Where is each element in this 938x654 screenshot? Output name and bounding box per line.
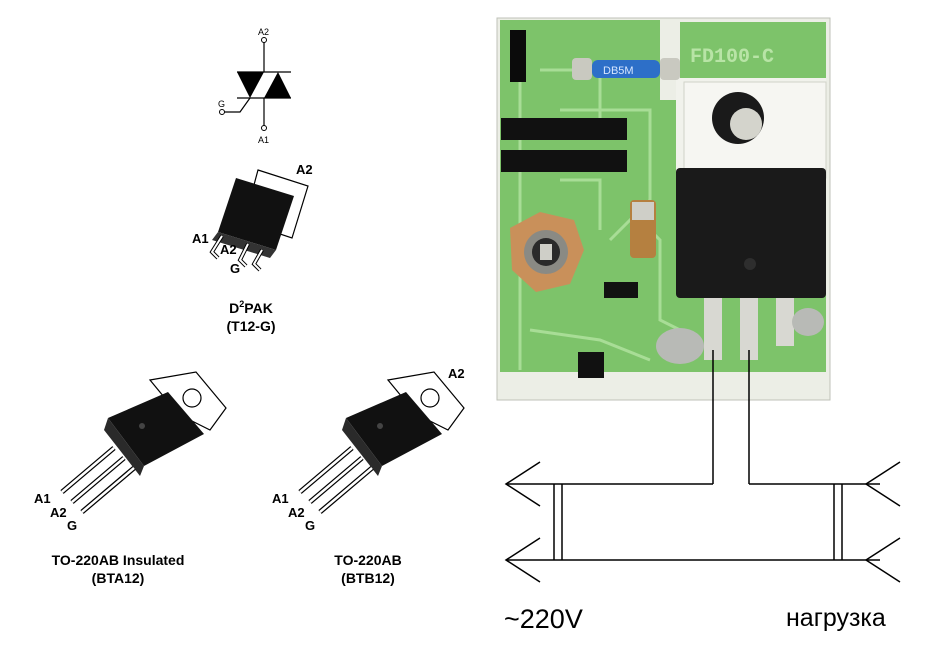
board-marking: FD100-C	[690, 46, 774, 69]
to220-insulated-code: (BTA12)	[92, 570, 145, 586]
d2pak-name: D2PAK	[229, 299, 273, 316]
d2pak-pin-a2-lower: A2	[220, 242, 237, 257]
d2pak-pin-g: G	[230, 261, 240, 276]
to220-insulated-package: A1 A2 G TO-220AB Insulated (BTA12)	[34, 371, 227, 586]
d2pak-pin-a1: A1	[192, 231, 209, 246]
symbol-a1-label: A1	[258, 135, 269, 145]
dimmer-board: FD100-C DB5M	[496, 17, 831, 401]
to220-pin-g: G	[305, 518, 315, 533]
symbol-a2-label: A2	[258, 27, 269, 37]
to220-insulated-name: TO-220AB Insulated	[52, 552, 185, 568]
wiring-diagram	[506, 350, 880, 561]
to220-name: TO-220AB	[334, 552, 401, 568]
to220-insulated-pin-g: G	[67, 518, 77, 533]
to220-insulated-pin-a1: A1	[34, 491, 51, 506]
d2pak-code: (T12-G)	[227, 318, 276, 334]
symbol-g-label: G	[218, 99, 225, 109]
resistor-marking: DB5M	[603, 65, 634, 77]
to220-pin-a2: A2	[288, 505, 305, 520]
mains-arrows	[504, 461, 541, 583]
load-arrows	[864, 461, 901, 583]
to220-pin-a2-top: A2	[448, 366, 465, 381]
triac-symbol: A2 G A1	[218, 27, 291, 145]
to220-package: A2 A1 A2 G TO-220AB (BTB12)	[272, 366, 465, 586]
d2pak-package: A2 A1 A2 G D2PAK (T12-G)	[192, 162, 313, 334]
mains-label: ~220V	[504, 604, 583, 634]
to220-pin-a1: A1	[272, 491, 289, 506]
load-label: нагрузка	[786, 604, 886, 632]
d2pak-pin-a2: A2	[296, 162, 313, 177]
to220-insulated-pin-a2: A2	[50, 505, 67, 520]
to220-code: (BTB12)	[341, 570, 395, 586]
